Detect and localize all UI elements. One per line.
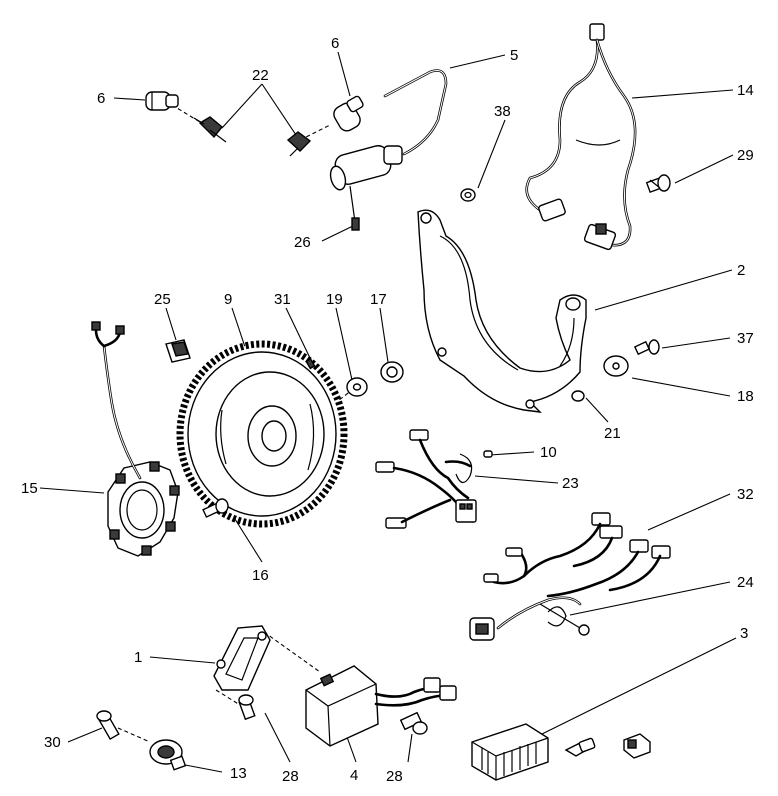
callout-37: 37 — [737, 330, 754, 347]
wire-harness-part-32 — [483, 512, 671, 598]
wire-harness-part-14 — [525, 23, 637, 251]
bracket-part-1 — [213, 625, 271, 691]
plug-cap-part-6-right — [333, 95, 364, 132]
nut-part-17 — [380, 361, 404, 383]
callout-14: 14 — [737, 82, 754, 99]
plug-connector — [623, 733, 651, 759]
bolt-part-30 — [96, 710, 120, 740]
regulator-part-3 — [471, 723, 549, 781]
callout-9: 9 — [224, 291, 232, 308]
callout-30: 30 — [44, 734, 61, 751]
callout-28-right: 28 — [386, 768, 403, 785]
callout-18: 18 — [737, 388, 754, 405]
plug-cap-part-6-left — [145, 91, 179, 111]
callout-5: 5 — [510, 47, 518, 64]
stator-part-15 — [91, 321, 180, 557]
callout-26: 26 — [294, 234, 311, 251]
callout-29: 29 — [737, 147, 754, 164]
rectifier-unit-part-4 — [305, 665, 457, 747]
callout-3: 3 — [740, 625, 748, 642]
callout-4: 4 — [350, 767, 358, 784]
ignition-lead-part-5 — [383, 69, 448, 156]
terminal-connector — [564, 737, 596, 757]
flywheel-part-9 — [176, 340, 348, 528]
bolt-part-29 — [645, 174, 671, 193]
oil-switch-part-13 — [149, 739, 187, 771]
bolt-part-28-left — [238, 694, 256, 721]
bolt-part-16 — [202, 498, 229, 518]
nut-part-38 — [460, 188, 476, 202]
callout-28-left: 28 — [282, 768, 299, 785]
callout-25: 25 — [154, 291, 171, 308]
callout-22: 22 — [252, 67, 269, 84]
callout-31: 31 — [274, 291, 291, 308]
flywheel-cover-part-2 — [417, 209, 587, 413]
callout-2: 2 — [737, 262, 745, 279]
spark-plug-part-22-right — [286, 131, 312, 157]
washer-part-18 — [603, 355, 629, 377]
callout-10: 10 — [540, 444, 557, 461]
callout-6-left: 6 — [97, 90, 105, 107]
callout-24: 24 — [737, 574, 754, 591]
callout-23: 23 — [562, 475, 579, 492]
callout-17: 17 — [370, 291, 387, 308]
callout-15: 15 — [21, 480, 38, 497]
callout-38: 38 — [494, 103, 511, 120]
callout-13: 13 — [230, 765, 247, 782]
spark-plug-part-22-left — [193, 116, 227, 143]
callout-21: 21 — [604, 425, 621, 442]
callout-labels: 6 22 6 5 38 14 29 26 2 25 9 31 19 17 37 … — [21, 35, 754, 785]
key-part-25 — [165, 339, 191, 363]
callout-16: 16 — [252, 567, 269, 584]
wire-harness-part-23 — [375, 429, 477, 529]
wire-part-10 — [483, 450, 493, 458]
bolt-part-37 — [633, 339, 660, 356]
pin-part-31 — [305, 358, 316, 370]
wire-harness-part-24 — [469, 596, 590, 641]
callout-6-right: 6 — [331, 35, 339, 52]
callout-1: 1 — [134, 649, 142, 666]
callout-32: 32 — [737, 486, 754, 503]
ignition-coil-part-26 — [329, 145, 403, 231]
callout-19: 19 — [326, 291, 343, 308]
washer-part-19 — [346, 377, 368, 397]
nut-part-21 — [571, 390, 585, 402]
bolt-part-28-right — [399, 711, 428, 735]
